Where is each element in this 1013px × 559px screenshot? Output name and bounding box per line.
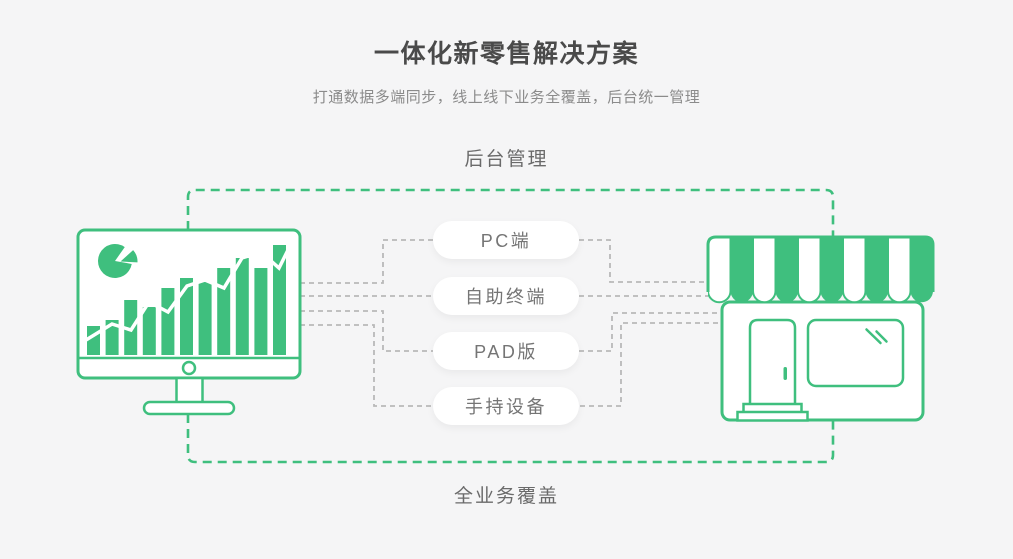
awning-stripe (730, 237, 753, 303)
monitor-stand-neck (175, 376, 204, 406)
device-pill-pad: PAD版 (433, 332, 579, 370)
coverage-loop-top (186, 188, 835, 236)
awning-stripe (887, 237, 912, 304)
awning-stripe (775, 237, 798, 303)
monitor-button (181, 360, 197, 376)
awning-stripe (752, 237, 777, 304)
device-pill-label: 自助终端 (465, 287, 547, 307)
store-door (748, 318, 797, 408)
connector-pad-right (579, 312, 721, 352)
device-pill-label: 手持设备 (465, 397, 547, 417)
connector-pc-left (300, 239, 433, 284)
connector-handheld-left (300, 324, 434, 407)
awning-stripe (708, 237, 732, 304)
connector-pc-right (579, 239, 708, 283)
trend-line-graphic (84, 234, 297, 342)
door-step-lower (736, 410, 809, 422)
store-awning (706, 235, 935, 304)
awning-stripe (865, 237, 888, 303)
device-pill-kiosk: 自助终端 (433, 277, 579, 315)
awning-stripe (910, 237, 933, 303)
connector-pad-left (300, 310, 433, 352)
awning-outline (706, 235, 935, 292)
device-pill-handheld: 手持设备 (433, 387, 579, 425)
awning-stripe (842, 237, 867, 304)
window-glare-icon (865, 328, 888, 345)
awning-stripe (797, 237, 822, 304)
device-pill-label: PAD版 (474, 342, 538, 362)
monitor-analytics-icon (76, 228, 302, 416)
storefront-icon (706, 235, 935, 422)
door-handle-icon (783, 367, 787, 380)
store-window (806, 318, 905, 388)
backend-management-label: 后台管理 (464, 149, 549, 170)
page-title: 一体化新零售解决方案 (373, 40, 639, 68)
device-pill-label: PC端 (480, 231, 532, 251)
full-coverage-label: 全业务覆盖 (453, 486, 559, 507)
monitor-stand-base (142, 400, 236, 416)
page-subtitle: 打通数据多端同步，线上线下业务全覆盖，后台统一管理 (312, 89, 701, 106)
device-pill-pc: PC端 (433, 221, 579, 259)
awning-stripe (820, 237, 843, 303)
coverage-loop-bottom (186, 414, 835, 464)
pie-chart-graphic (97, 243, 138, 278)
connector-handheld-right (580, 322, 721, 407)
